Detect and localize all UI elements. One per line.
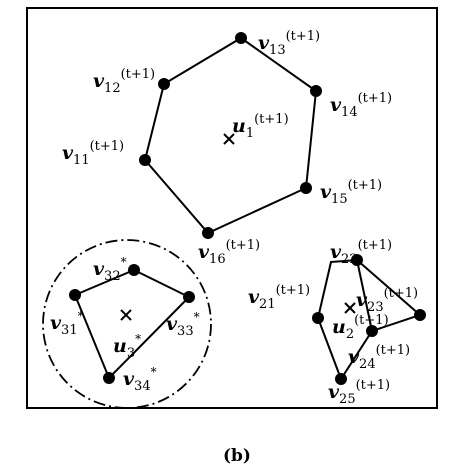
label-v33: v33* <box>166 310 200 339</box>
vertex-v12 <box>158 78 170 90</box>
label-v23: v23(t+1) <box>356 286 418 315</box>
label-v16: v16(t+1) <box>198 238 260 267</box>
center-u1-cross <box>223 133 235 145</box>
vertex-v34 <box>103 372 115 384</box>
vertex-v13 <box>235 32 247 44</box>
vertex-v33 <box>183 291 195 303</box>
figure-caption: (b) <box>223 446 251 466</box>
label-v12: v12(t+1) <box>93 67 155 96</box>
label-v11: v11(t+1) <box>62 139 124 168</box>
vertex-v16 <box>202 227 214 239</box>
cluster-1: v12(t+1) v13(t+1) v14(t+1) v15(t+1) v16(… <box>62 29 392 267</box>
label-v24: v24(t+1) <box>348 343 410 372</box>
cluster-2: v22(t+1) v23(t+1) v24(t+1) v25(t+1) v21(… <box>248 238 426 407</box>
center-u3-cross <box>120 309 132 321</box>
label-v31: v31* <box>50 309 84 338</box>
cluster-1-polygon <box>143 36 318 235</box>
label-v25: v25(t+1) <box>328 378 390 407</box>
label-u3: u3* <box>113 332 141 361</box>
vertex-v23 <box>414 309 426 321</box>
cluster-3-boundary <box>42 239 212 409</box>
vertex-v22 <box>351 254 363 266</box>
label-u2: u2(t+1) <box>332 313 389 342</box>
vertex-v21 <box>312 312 324 324</box>
diagram-frame <box>26 7 438 409</box>
vertex-v24 <box>366 325 378 337</box>
vertex-v14 <box>310 85 322 97</box>
label-v13: v13(t+1) <box>258 29 320 58</box>
center-u2-cross <box>344 302 356 314</box>
vertex-v31 <box>69 289 81 301</box>
label-v14: v14(t+1) <box>330 91 392 120</box>
label-v34: v34* <box>123 365 157 394</box>
label-v32: v32* <box>93 255 127 284</box>
cluster-2-inner-edge <box>356 259 373 332</box>
label-v15: v15(t+1) <box>320 178 382 207</box>
vertex-v15 <box>300 182 312 194</box>
label-u1: u1(t+1) <box>232 112 289 141</box>
label-v21: v21(t+1) <box>248 283 310 312</box>
vertex-v32 <box>128 264 140 276</box>
label-v22: v22(t+1) <box>330 238 392 267</box>
vertex-v25 <box>335 373 347 385</box>
vertex-v11 <box>139 154 151 166</box>
cluster-3: v32* v33* v34* v31* u3* <box>42 239 212 409</box>
